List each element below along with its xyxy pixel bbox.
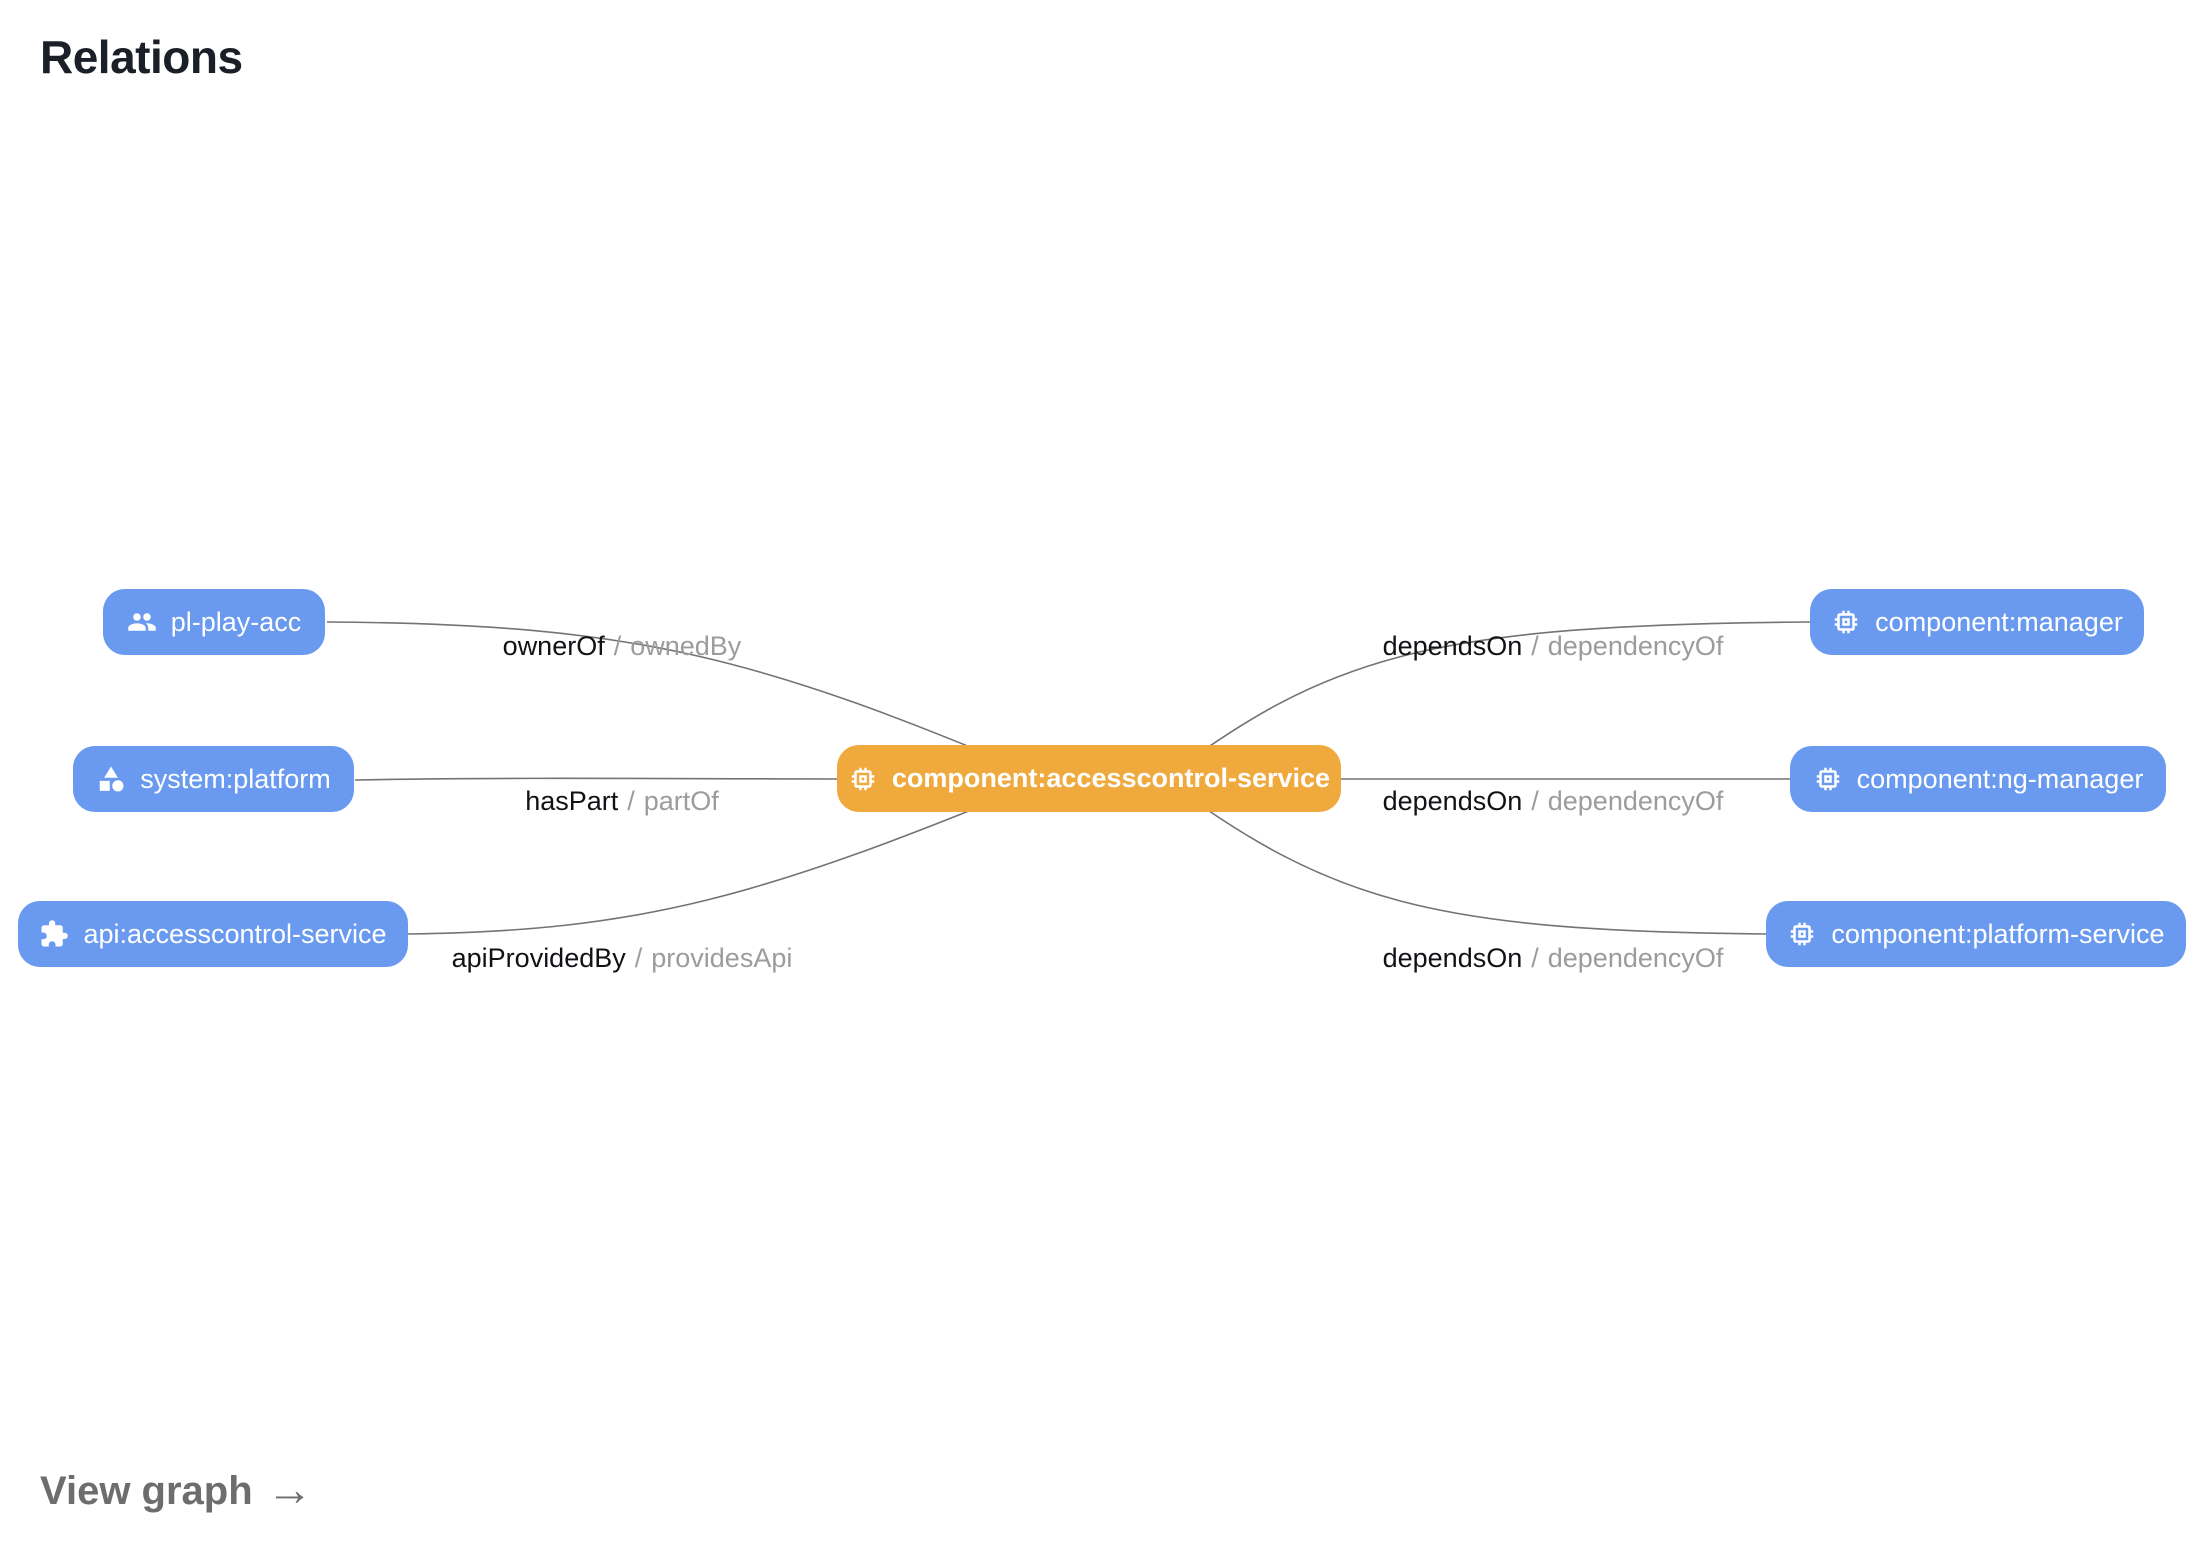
edge-haspart xyxy=(354,777,851,781)
view-graph-link[interactable]: View graph → xyxy=(40,1463,313,1515)
node-pl-play-acc[interactable]: pl-play-acc xyxy=(103,589,325,655)
edge-label-dependson-3: dependsOn/dependencyOf xyxy=(1382,942,1724,973)
node-system-platform[interactable]: system:platform xyxy=(73,746,354,812)
edge-label-dependson-1: dependsOn/dependencyOf xyxy=(1382,630,1724,661)
node-component-manager[interactable]: component:manager xyxy=(1810,589,2144,655)
node-label: component:accesscontrol-service xyxy=(891,763,1331,793)
node-api-accesscontrol-service[interactable]: api:accesscontrol-service xyxy=(18,901,408,967)
node-label: component:platform-service xyxy=(1831,918,2165,949)
node-label: system:platform xyxy=(140,763,331,794)
node-label: pl-play-acc xyxy=(170,606,302,637)
node-label: component:manager xyxy=(1875,606,2123,637)
edge-dependson-platform-service xyxy=(1164,779,1767,935)
edge-label-ownerof: ownerOf/ownedBy xyxy=(502,630,742,661)
memory-chip-icon xyxy=(1787,919,1817,949)
node-component-accesscontrol-service[interactable]: component:accesscontrol-service xyxy=(837,745,1341,812)
node-component-ng-manager[interactable]: component:ng-manager xyxy=(1790,746,2166,812)
people-icon xyxy=(127,607,157,637)
node-label: component:ng-manager xyxy=(1856,763,2144,794)
edge-apiprovidedby xyxy=(407,779,1046,935)
node-label: api:accesscontrol-service xyxy=(83,918,387,949)
edge-label-haspart: hasPart/partOf xyxy=(525,785,719,816)
node-component-platform-service[interactable]: component:platform-service xyxy=(1766,901,2186,967)
edge-ownerof xyxy=(326,621,1046,779)
edge-label-dependson-2: dependsOn/dependencyOf xyxy=(1382,785,1724,816)
category-icon xyxy=(96,764,126,794)
edge-label-apiprovidedby: apiProvidedBy/providesApi xyxy=(451,942,793,973)
memory-chip-icon xyxy=(848,764,878,794)
puzzle-icon xyxy=(39,919,69,949)
memory-chip-icon xyxy=(1831,607,1861,637)
arrow-right-icon: → xyxy=(266,1463,313,1515)
memory-chip-icon xyxy=(1813,764,1843,794)
edge-dependson-manager xyxy=(1164,621,1811,779)
view-graph-label: View graph xyxy=(40,1468,253,1513)
page-title: Relations xyxy=(40,31,243,83)
